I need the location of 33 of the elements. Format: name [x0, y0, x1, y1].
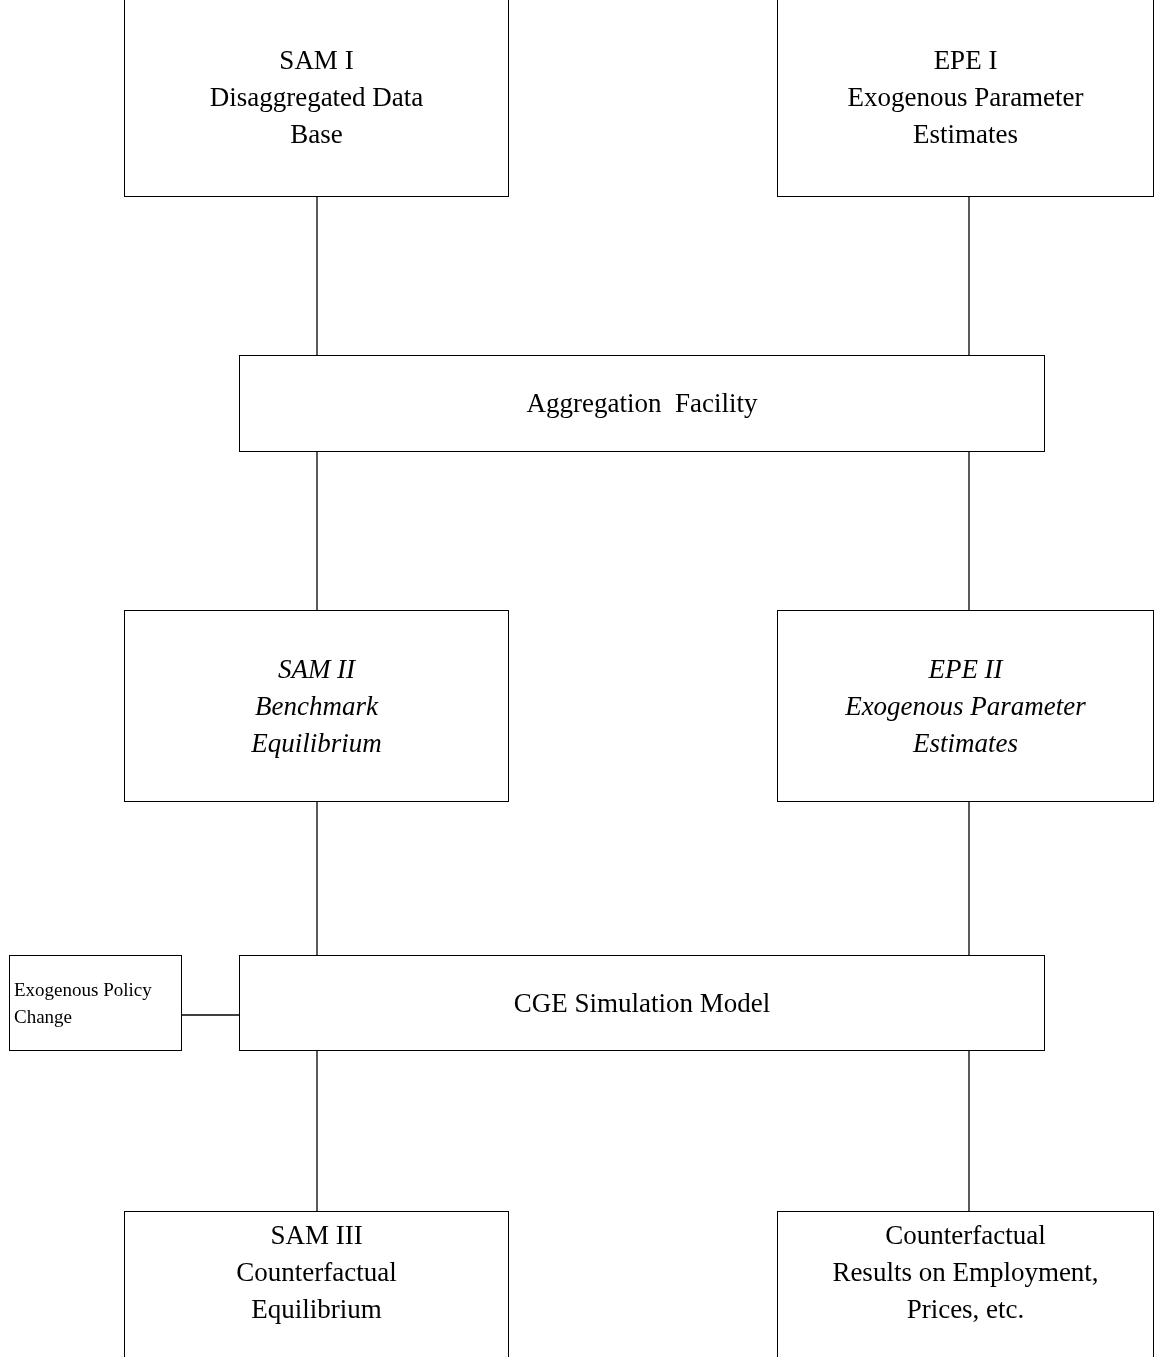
- connector-line: [181, 1014, 240, 1016]
- parameter-box: [777, 610, 1154, 802]
- results-box: [777, 1211, 1154, 1357]
- node-text: Exogenous Policy Change: [14, 978, 153, 1029]
- parameter-box: [777, 0, 1154, 197]
- equilibrium-box: [124, 610, 509, 802]
- node-text: Results on Employment, Prices, etc.: [831, 1255, 1100, 1326]
- node-text: CGE Simulation Model: [513, 986, 771, 1020]
- node-text: Benchmark Equilibrium: [250, 689, 383, 760]
- node-text: EPE I: [933, 44, 998, 77]
- connector-line: [316, 801, 318, 956]
- node-text: EPE II: [928, 652, 1003, 686]
- node-text: Counterfactual Equilibrium: [235, 1255, 398, 1326]
- data-base-box: [124, 0, 509, 197]
- node-text: SAM III: [270, 1218, 363, 1252]
- node-text: SAM II: [277, 652, 356, 686]
- node-text: Disaggregated Data Base: [208, 81, 425, 151]
- node-text: Exogenous Parameter Estimates: [844, 689, 1087, 760]
- connector-line: [968, 451, 970, 611]
- process-box: [239, 355, 1045, 452]
- equilibrium-box: [124, 1211, 509, 1357]
- node-text: Aggregation Facility: [526, 387, 758, 420]
- node-text: SAM I: [279, 44, 354, 77]
- node-text: Exogenous Parameter Estimates: [846, 81, 1085, 151]
- connector-line: [316, 1050, 318, 1212]
- connector-line: [316, 451, 318, 611]
- connector-line: [968, 1050, 970, 1212]
- node-text: Counterfactual: [885, 1218, 1046, 1252]
- model-box: [239, 955, 1045, 1051]
- input-box: [9, 955, 182, 1051]
- connector-line: [316, 196, 318, 356]
- connector-line: [968, 801, 970, 956]
- connector-line: [968, 196, 970, 356]
